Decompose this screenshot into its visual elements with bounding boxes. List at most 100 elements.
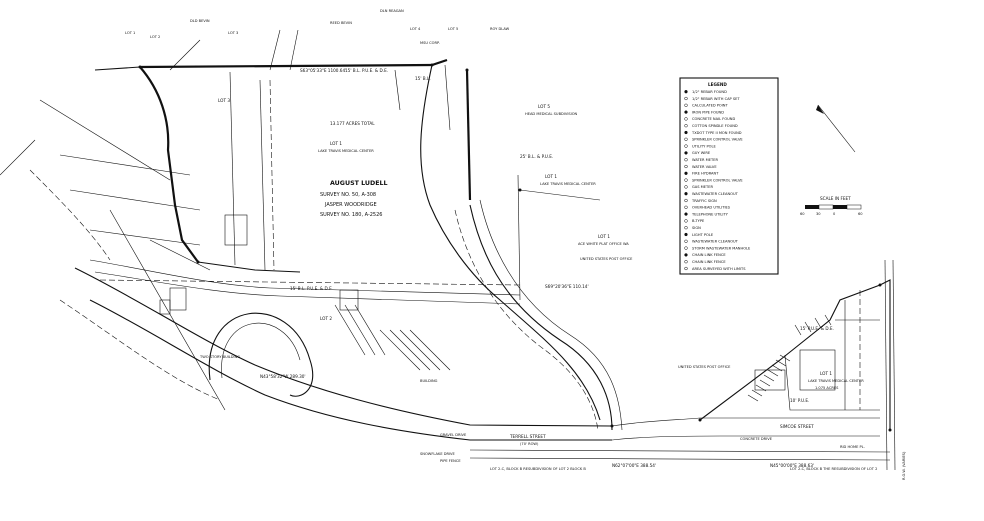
easement-pue: 15' P.U.E. & D.E. — [800, 326, 834, 331]
lot-1-label: LOT 1 — [545, 174, 557, 179]
bearing-left: N43°58'32"W 289.30' — [260, 374, 306, 379]
legend-symbol-icon — [684, 164, 688, 169]
legend-item: STORM WASTEWATER MANHOLE — [692, 246, 751, 250]
legend-item: COTTON SPINDLE FOUND — [692, 124, 738, 128]
legend-item: B-TYPE — [692, 219, 705, 223]
medical-center-access — [454, 199, 623, 431]
lot-5-desc: HEAD MEDICAL SUBDIVISION — [525, 112, 578, 116]
bearing-right: N45°00'00"E 388.63' — [770, 463, 814, 468]
lot-5-label: LOT 5 — [538, 104, 550, 109]
top-owner: DLD BEVIN — [190, 19, 210, 23]
lot-lines — [229, 64, 451, 271]
driveway-loop — [208, 312, 314, 397]
buildings — [159, 214, 836, 391]
top-owner: DLN REAGAN — [380, 9, 404, 13]
legend-item: SIGN — [692, 226, 701, 230]
center-lot-label: LOT 1 — [330, 141, 342, 146]
legend-symbol-icon — [684, 158, 688, 162]
legend-symbol-icon — [684, 260, 688, 264]
legend-symbol-icon — [684, 253, 688, 257]
legend-title: LEGEND — [708, 82, 727, 87]
top-lot: LOT 2 — [150, 35, 160, 39]
legend-item: LIGHT POLE — [692, 233, 714, 237]
main-title: AUGUST LUDELL — [330, 180, 388, 187]
legend-symbol-icon — [684, 205, 688, 209]
easement-bottom: 15' B.L. P.U.E. & D.E. — [290, 286, 333, 291]
legend-symbol-icon — [684, 171, 688, 175]
legend-item: GUY WIRE — [692, 151, 711, 155]
street-terrell-row: (70' ROW) — [520, 442, 539, 446]
easement-top: 15' B.L. P.U.E. & D.E. — [345, 68, 388, 73]
legend-item: FIRE HYDRANT — [692, 172, 719, 176]
survey-line-2: JASPER WOODRIDGE — [324, 202, 377, 208]
street-rid-home: RID HOME PL. — [840, 445, 865, 449]
streets — [59, 259, 891, 461]
bearing-mid: S69°20'36"E 110.14' — [545, 284, 589, 289]
row-right-label: R.O.W. (VARIES) — [902, 451, 906, 480]
legend-symbol-icon — [684, 110, 688, 114]
top-owner: MSU CORP. — [420, 41, 440, 45]
legend-item: SPRINKLER CONTROL VALVE — [692, 178, 743, 182]
monuments — [138, 63, 892, 432]
left-survey-lines — [0, 29, 299, 411]
fence-note: PIPE FENCE — [440, 459, 461, 463]
legend-symbol-icon — [684, 198, 688, 203]
legend-item: CHAIN LINK FENCE — [692, 253, 726, 257]
parking-stripes — [334, 304, 451, 371]
top-lot: LOT 4 — [410, 27, 421, 31]
building-label-1: TWO STORY BUILDING — [199, 355, 240, 359]
scale-tick: 60 — [800, 212, 805, 216]
easement-bl: 15' B.L. — [415, 76, 431, 81]
legend-item: OVERHEAD UTILITIES — [692, 206, 731, 210]
legend-symbol-icon — [684, 137, 688, 141]
lot-2-bottom-a: LOT 2-C, BLOCK B RESUBDIVISION OF LOT 2 … — [490, 467, 586, 471]
lot-2-label: LOT 2 — [320, 316, 332, 321]
top-lot: LOT 1 — [125, 31, 135, 35]
legend-symbol-icon — [684, 239, 688, 243]
scale-tick: 60 — [858, 212, 863, 216]
legend-symbol-icon — [684, 117, 688, 121]
lot-1-right-acres: 1.075 ACRES — [815, 386, 839, 390]
street-snowflake: SNOWFLAKE DRIVE — [420, 452, 456, 456]
scale-bar: SCALE IN FEET 60 30 0 60 — [800, 196, 863, 216]
street-terrell: TERRELL STREET — [509, 434, 546, 439]
legend-symbol-icon — [684, 130, 688, 135]
legend-item: TXDOT TYPE II MON FOUND — [691, 131, 742, 135]
legend-item: UTILITY POLE — [692, 144, 716, 148]
legend-item: CONCRETE NAIL FOUND — [692, 117, 735, 121]
legend-symbol-icon — [684, 90, 688, 94]
bearing-bottom: N62°07'00"E 388.54' — [612, 463, 656, 468]
street-gravel: GRAVEL DRIVE — [440, 433, 467, 437]
legend-symbol-icon — [684, 151, 688, 155]
legend-symbol-icon — [684, 178, 688, 182]
scale-label: SCALE IN FEET — [820, 196, 851, 201]
legend-item: IRON PIPE FOUND — [692, 110, 724, 114]
building-label-2: BUILDING — [420, 379, 438, 383]
top-lot: LOT 3 — [228, 31, 238, 35]
legend-symbol-icon — [684, 219, 688, 223]
survey-line-1: SURVEY NO. 50, A-308 — [320, 192, 376, 198]
scale-tick: 30 — [816, 212, 821, 216]
legend-item: 1/2" REBAR WITH CAP SET — [692, 97, 740, 101]
lot-x-desc: ACE WHITE PLAT OFFICE WA — [578, 242, 629, 246]
legend-symbol-icon — [684, 212, 688, 216]
legend-item: WASTEWATER CLEANOUT — [692, 240, 739, 244]
lot-1-right-label: LOT 1 — [820, 371, 832, 376]
post-office-label-2: UNITED STATES POST OFFICE — [678, 365, 731, 369]
legend-symbol-icon — [684, 103, 688, 107]
lot-x-label: LOT 1 — [598, 234, 610, 239]
legend-item: WASTEWATER CLEANOUT — [692, 192, 739, 196]
legend-item: AREA SURVEYED WITH LIMITS — [692, 267, 746, 271]
plat-labels: AUGUST LUDELL SURVEY NO. 50, A-308 JASPE… — [199, 68, 906, 480]
top-owner: REED BEVIN — [330, 21, 352, 25]
legend-symbol-icon — [684, 96, 688, 101]
legend-symbol-icon — [684, 232, 688, 237]
legend-symbol-icon — [684, 246, 688, 250]
easement-10: 10' P.U.E. — [790, 398, 809, 403]
lot-1-right-desc: LAKE TRAVIS MEDICAL CENTER — [808, 379, 864, 383]
lot-2-bottom-b: LOT 2-C, BLOCK B THE RESUBDIVISION OF LO… — [790, 467, 877, 471]
legend-symbol-icon — [684, 226, 688, 230]
